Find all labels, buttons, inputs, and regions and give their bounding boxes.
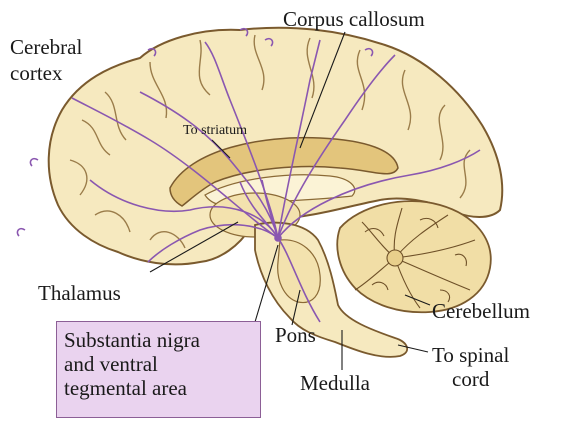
- label-to-striatum: To striatum: [183, 124, 247, 139]
- label-cerebral-cortex-1: Cerebral: [10, 36, 82, 58]
- label-cerebral-cortex-2: cortex: [10, 62, 62, 84]
- label-cerebellum: Cerebellum: [432, 300, 530, 322]
- label-to-spinal-1: To spinal: [432, 344, 509, 366]
- label-pons: Pons: [275, 324, 316, 346]
- label-substantia-nigra-2: and ventral: [57, 352, 260, 376]
- cerebellum-shape: [337, 201, 490, 312]
- substantia-nigra-box: Substantia nigra and ventral tegmental a…: [56, 321, 261, 418]
- label-thalamus: Thalamus: [38, 282, 121, 304]
- label-medulla: Medulla: [300, 372, 370, 394]
- label-substantia-nigra-1: Substantia nigra: [57, 322, 260, 352]
- label-substantia-nigra-3: tegmental area: [57, 376, 260, 400]
- label-to-spinal-2: cord: [452, 368, 489, 390]
- label-corpus-callosum: Corpus callosum: [283, 8, 425, 30]
